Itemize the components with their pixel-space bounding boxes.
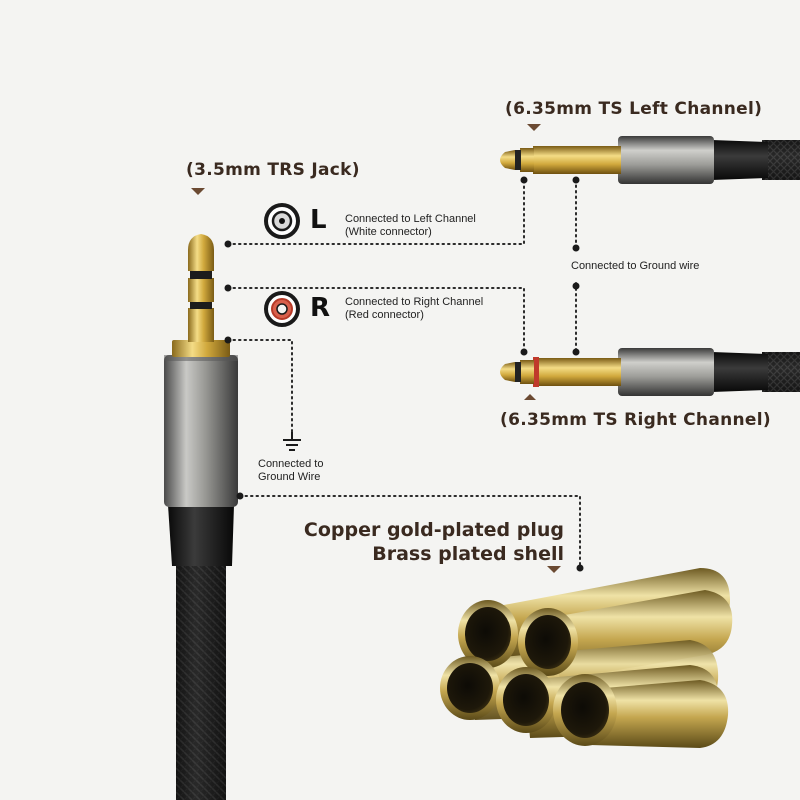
feature-line1: Copper gold-plated plug xyxy=(303,519,564,541)
trs-ground-line1: Connected to xyxy=(258,458,324,470)
white-rca-connector-icon xyxy=(264,203,300,239)
red-ring xyxy=(533,357,539,387)
up-pointer-icon xyxy=(524,394,536,400)
trs-jack-label: (3.5mm TRS Jack) xyxy=(186,160,360,180)
down-pointer-icon xyxy=(191,124,561,573)
ts-right-plug xyxy=(500,348,800,396)
trs-ground-description: Connected to Ground Wire xyxy=(258,458,323,484)
ts-left-plug xyxy=(500,136,800,184)
ts-right-label: (6.35mm TS Right Channel) xyxy=(500,410,771,430)
red-rca-connector-icon xyxy=(264,291,300,327)
brass-tubes-illustration xyxy=(440,568,733,748)
feature-description: Copper gold-plated plug Brass plated she… xyxy=(304,518,564,566)
right-channel-description: Connected to Right Channel (Red connecto… xyxy=(345,296,483,322)
left-channel-description: Connected to Left Channel (White connect… xyxy=(345,213,476,239)
trs-jack-plug xyxy=(164,234,238,800)
right-channel-letter: R xyxy=(310,293,331,323)
connection-lines xyxy=(227,179,581,569)
right-desc-line1: Connected to Right Channel xyxy=(345,296,484,308)
feature-line2: Brass plated shell xyxy=(372,543,564,565)
ts-ground-description: Connected to Ground wire xyxy=(571,260,700,272)
ground-symbol-icon xyxy=(283,432,301,451)
trs-ground-line2: Ground Wire xyxy=(258,471,321,483)
left-channel-letter: L xyxy=(310,205,327,235)
connection-dots xyxy=(224,176,584,572)
right-desc-line2: (Red connector) xyxy=(345,309,424,321)
ts-left-label: (6.35mm TS Left Channel) xyxy=(505,99,763,119)
left-desc-line1: Connected to Left Channel xyxy=(345,213,476,225)
left-desc-line2: (White connector) xyxy=(345,226,432,238)
